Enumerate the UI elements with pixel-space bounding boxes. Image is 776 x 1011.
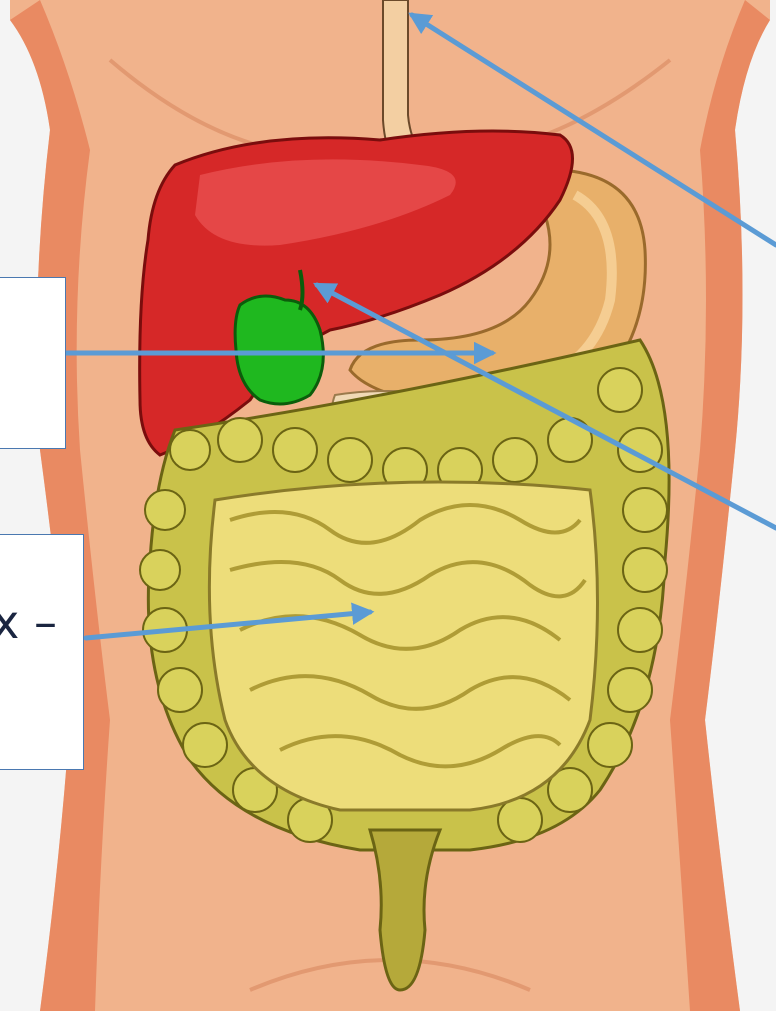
label-box-bottom-text: х – <box>0 595 57 649</box>
small-intestine <box>209 482 597 810</box>
label-box-top <box>0 277 66 449</box>
label-box-bottom: х – <box>0 534 84 770</box>
